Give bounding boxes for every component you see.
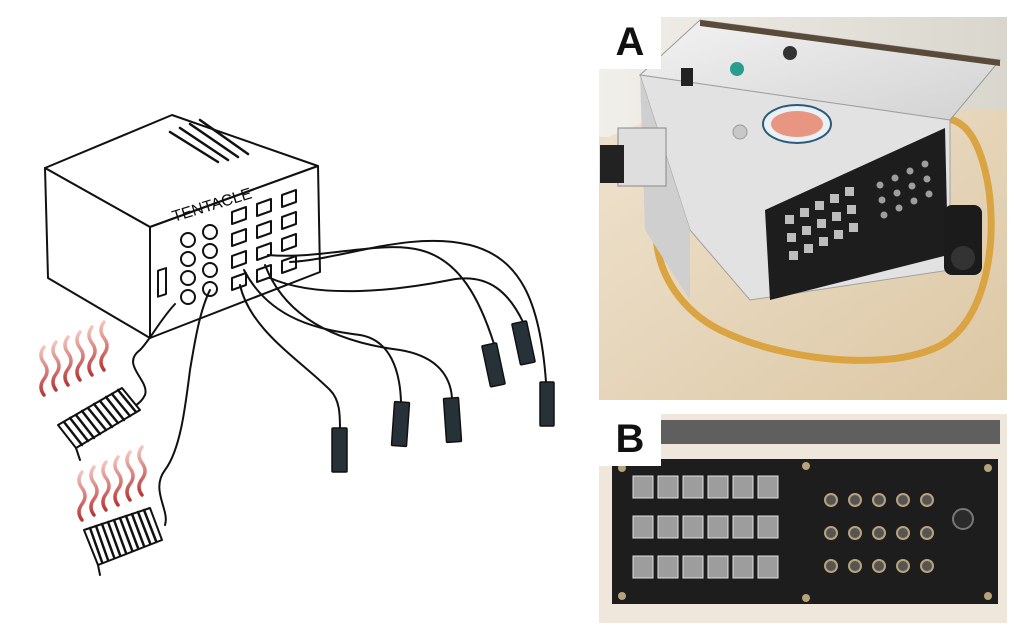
photo-a	[599, 17, 1007, 400]
photo-a-power-plug-face	[951, 246, 975, 270]
round-connectors	[180, 224, 218, 305]
probe-5	[511, 320, 536, 366]
enclosure-top-strip	[700, 20, 1000, 66]
lid-logo-sticker-art	[771, 111, 823, 137]
cable-probe-4	[267, 246, 495, 345]
lid-keyswitch	[783, 46, 797, 60]
device-slot	[157, 267, 167, 298]
cable-probe-5	[269, 277, 524, 323]
photo-b-network-port	[952, 508, 974, 530]
photo-b	[599, 414, 1007, 623]
heat-waves-1	[39, 320, 109, 397]
photo-b-round-connectors	[824, 493, 934, 573]
photo-a-connector-panel	[765, 128, 948, 300]
photo-b-screws	[618, 462, 992, 602]
photo-a-power-inlet-socket	[600, 145, 624, 183]
device-vent	[168, 118, 250, 164]
lid-indicator	[732, 124, 748, 140]
photo-b-square-connectors	[632, 475, 779, 579]
probe-4	[481, 342, 506, 388]
photo-a-power-inlet	[617, 127, 667, 187]
lid-button	[730, 62, 744, 76]
probe-3	[442, 396, 463, 444]
heat-pad-2	[77, 445, 163, 576]
heat-pad-1	[39, 320, 141, 461]
photo-a-power-cable	[652, 114, 995, 364]
square-connectors	[231, 189, 297, 291]
heat-waves-2	[77, 445, 147, 522]
cable-probe-3	[264, 264, 453, 399]
cable-heatpad-2	[158, 289, 211, 526]
probe-6	[539, 381, 555, 427]
cable-probe-1	[239, 284, 341, 431]
temperature-probes	[331, 320, 555, 473]
cable-probe-6	[289, 239, 547, 383]
probe-2	[390, 400, 411, 448]
photo-a-round-connectors	[876, 160, 933, 219]
photo-a-square-connectors	[785, 187, 858, 260]
photo-b-top-strip	[660, 420, 1000, 444]
device-front-face	[149, 165, 321, 339]
schematic-drawing: TENTACLE	[39, 114, 555, 576]
lid-knob	[681, 68, 693, 86]
panel-label-a: A	[599, 17, 661, 69]
panel-label-b: B	[599, 414, 661, 466]
cable-probe-2	[243, 269, 402, 403]
probe-1	[331, 427, 348, 473]
